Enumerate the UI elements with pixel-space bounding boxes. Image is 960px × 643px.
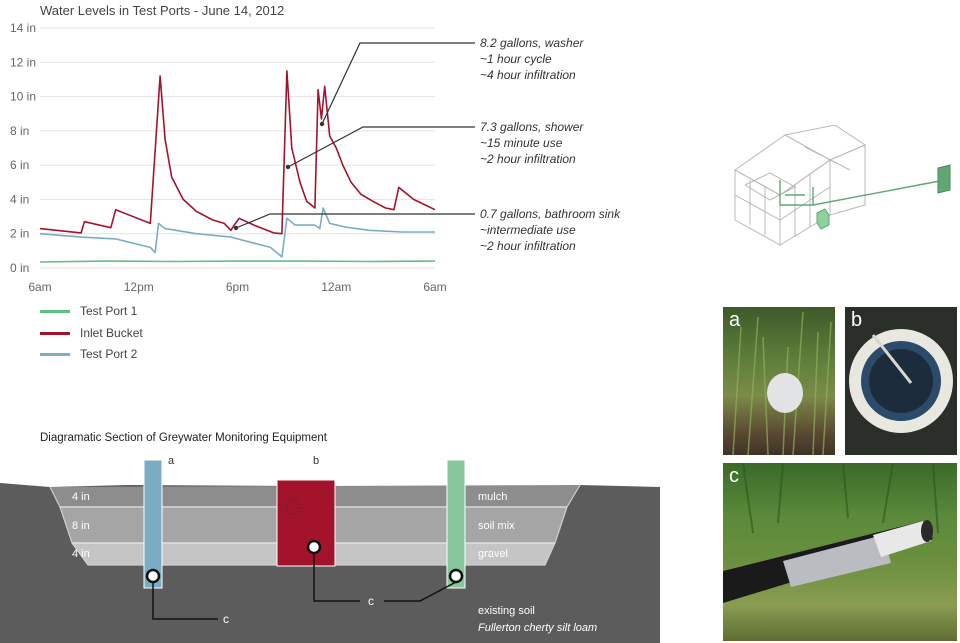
- legend-item-test-port-1: Test Port 1: [40, 304, 137, 318]
- y-tick-label: 8 in: [10, 124, 29, 138]
- house-axonometric-drawing: [734, 125, 951, 246]
- legend-swatch: [40, 310, 70, 314]
- sensor-label-c-center: c: [368, 594, 374, 608]
- sensor-c: [448, 568, 464, 584]
- soil-mix-depth-label: 8 in: [72, 520, 90, 532]
- chart-title: Water Levels in Test Ports - June 14, 20…: [40, 3, 285, 18]
- y-tick-label: 12 in: [10, 55, 36, 69]
- test-port-marker: [937, 164, 951, 194]
- annotation-dot: [233, 225, 239, 231]
- x-tick-label: 6am: [28, 280, 51, 294]
- chart-series: [39, 70, 436, 263]
- soil-mix-name-label: soil mix: [478, 520, 515, 532]
- gravel-name-label: gravel: [478, 548, 508, 560]
- inlet-bucket-b: [276, 479, 336, 567]
- x-axis-ticks: 6am 12pm 6pm 12am 6am: [28, 280, 446, 294]
- existing-soil-label: existing soil: [478, 605, 535, 617]
- photo-a-label: a: [729, 309, 741, 331]
- annotation-line: 7.3 gallons, shower: [480, 120, 584, 134]
- photo-c-water-level-sensor: c: [723, 463, 957, 641]
- y-axis-ticks: 0 in 2 in 4 in 6 in 8 in 10 in 12 in 14 in: [10, 21, 36, 275]
- y-tick-label: 2 in: [10, 227, 29, 241]
- annotation-line: ~4 hour infiltration: [480, 68, 576, 82]
- annotation-line: ~2 hour infiltration: [480, 152, 576, 166]
- soil-type-label: Fullerton cherty silt loam: [478, 622, 597, 634]
- sensor-leader-b: [313, 553, 360, 602]
- legend-item-test-port-2: Test Port 2: [40, 347, 137, 361]
- series-line-test-port-2: [39, 207, 435, 258]
- annotation-dot: [319, 121, 325, 127]
- water-level-chart: 0 in 2 in 4 in 6 in 8 in 10 in 12 in 14 in 6am 1…: [10, 21, 447, 294]
- annotation-leaders: [233, 42, 475, 231]
- test-port-c: [446, 459, 466, 589]
- gravel-depth-label: 4 in: [72, 548, 90, 560]
- sensor-a: [145, 568, 161, 584]
- annotation-washer: 8.2 gallons, washer ~1 hour cycle ~4 hou…: [480, 35, 583, 83]
- y-tick-label: 10 in: [10, 90, 36, 104]
- bucket-inlet-opening: [285, 499, 301, 515]
- photo-b-inlet-bucket: b: [845, 307, 957, 455]
- legend-label: Test Port 2: [80, 347, 138, 361]
- annotation-line: 8.2 gallons, washer: [480, 36, 584, 50]
- annotation-line: ~15 minute use: [480, 136, 563, 150]
- x-tick-label: 12pm: [124, 280, 154, 294]
- legend-swatch: [40, 353, 70, 357]
- y-tick-label: 14 in: [10, 21, 36, 35]
- series-line-inlet-bucket: [39, 70, 436, 235]
- annotation-shower: 7.3 gallons, shower ~15 minute use ~2 ho…: [480, 119, 583, 167]
- series-line-test-port-1: [39, 260, 436, 263]
- sensor-label-c-left: c: [223, 612, 229, 626]
- y-tick-label: 0 in: [10, 261, 29, 275]
- y-tick-label: 4 in: [10, 192, 29, 206]
- mulch-depth-label: 4 in: [72, 491, 90, 503]
- legend-item-inlet-bucket: Inlet Bucket: [40, 326, 143, 340]
- annotation-line: ~intermediate use: [480, 223, 576, 237]
- x-tick-label: 6pm: [226, 280, 249, 294]
- section-title: Diagramatic Section of Greywater Monitor…: [40, 432, 327, 444]
- sensor-leader-c: [384, 581, 457, 602]
- annotation-dot: [285, 164, 291, 170]
- photo-b-label: b: [851, 309, 863, 331]
- annotation-leader-sink: [235, 213, 475, 229]
- x-tick-label: 12am: [321, 280, 351, 294]
- annotation-line: ~1 hour cycle: [480, 52, 552, 66]
- legend-label: Inlet Bucket: [80, 326, 143, 340]
- annotation-sink: 0.7 gallons, bathroom sink ~intermediate…: [480, 206, 620, 254]
- annotation-line: ~2 hour infiltration: [480, 239, 576, 253]
- photo-a-test-port-in-grass: a: [723, 307, 835, 455]
- mulch-name-label: mulch: [478, 491, 507, 503]
- legend-label: Test Port 1: [80, 304, 138, 318]
- inlet-marker: [816, 208, 830, 230]
- annotation-line: 0.7 gallons, bathroom sink: [480, 207, 621, 221]
- y-tick-label: 6 in: [10, 158, 29, 172]
- sensor-leader-a: [152, 582, 218, 620]
- greywater-section-diagram: 4 in 8 in 4 in mulch soil mix gravel a b…: [0, 455, 660, 643]
- sensor-b: [306, 539, 322, 555]
- x-tick-label: 6am: [423, 280, 446, 294]
- annotation-leader-shower: [287, 126, 475, 168]
- photo-c-label: c: [729, 465, 739, 487]
- annotation-leader-washer: [321, 42, 475, 125]
- label-b: b: [313, 455, 319, 467]
- label-a: a: [168, 455, 175, 467]
- legend-swatch: [40, 332, 70, 336]
